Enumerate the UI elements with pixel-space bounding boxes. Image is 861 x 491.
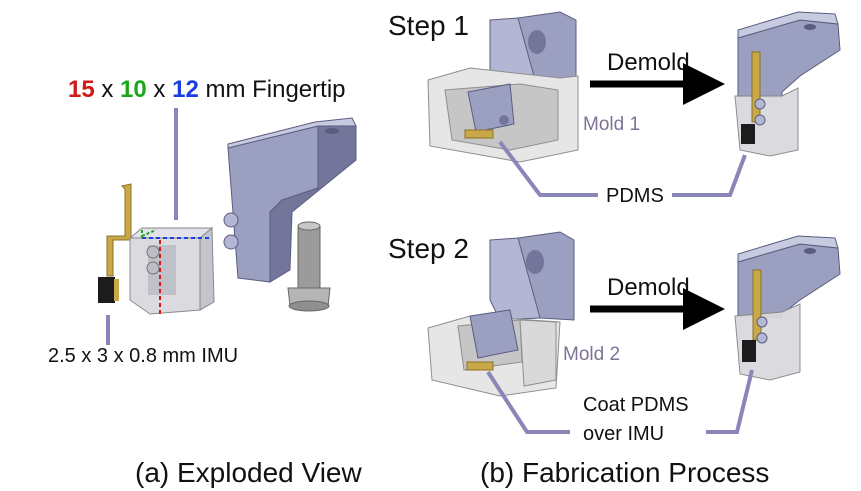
caption-exploded-view: (a) Exploded View	[135, 457, 363, 488]
mold1-label: Mold 1	[583, 114, 640, 135]
dim-sep2: x	[147, 76, 172, 103]
dim-z: 12	[172, 76, 199, 103]
dim-x: 15	[68, 76, 95, 103]
imu-label: 2.5 x 3 x 0.8 mm IMU	[48, 345, 238, 367]
fingertip-dimension-label: 15 x 10 x 12 mm Fingertip	[68, 76, 346, 103]
screw	[287, 221, 331, 312]
mold1-assembly	[427, 11, 579, 163]
dim-y: 10	[120, 76, 147, 103]
dim-suffix: mm Fingertip	[199, 76, 346, 103]
flex-cable	[106, 183, 132, 277]
step2-arrow-label: Demold	[607, 274, 690, 301]
exploded-view: 15 x 10 x 12 mm Fingertip	[48, 76, 363, 488]
dim-sep1: x	[95, 76, 120, 103]
pdms-leader-left	[498, 140, 598, 197]
mold2-assembly	[427, 231, 575, 397]
step1-arrow-label: Demold	[607, 49, 690, 76]
fabrication-step1: Step 1 Mold 1 Demold	[388, 10, 841, 207]
imu-chip	[98, 277, 115, 303]
coat-leader-left	[486, 370, 570, 434]
imu-pad	[114, 279, 119, 301]
step1-result-part	[734, 11, 841, 157]
pdms-fingertip	[128, 226, 215, 315]
step2-title: Step 2	[388, 233, 469, 264]
mold2-label: Mold 2	[563, 344, 620, 365]
fabrication-step2: Step 2 Mold 2 Demold	[388, 231, 841, 488]
coat-label-line1: Coat PDMS	[583, 394, 689, 416]
step1-title: Step 1	[388, 10, 469, 41]
pdms-leader-right	[672, 154, 747, 197]
caption-fabrication-process: (b) Fabrication Process	[480, 457, 769, 488]
pdms-label: PDMS	[606, 185, 664, 207]
step2-result-part	[734, 235, 841, 381]
coat-label-line2: over IMU	[583, 423, 664, 445]
coat-leader-right	[706, 369, 754, 434]
finger-base-part	[223, 117, 357, 283]
